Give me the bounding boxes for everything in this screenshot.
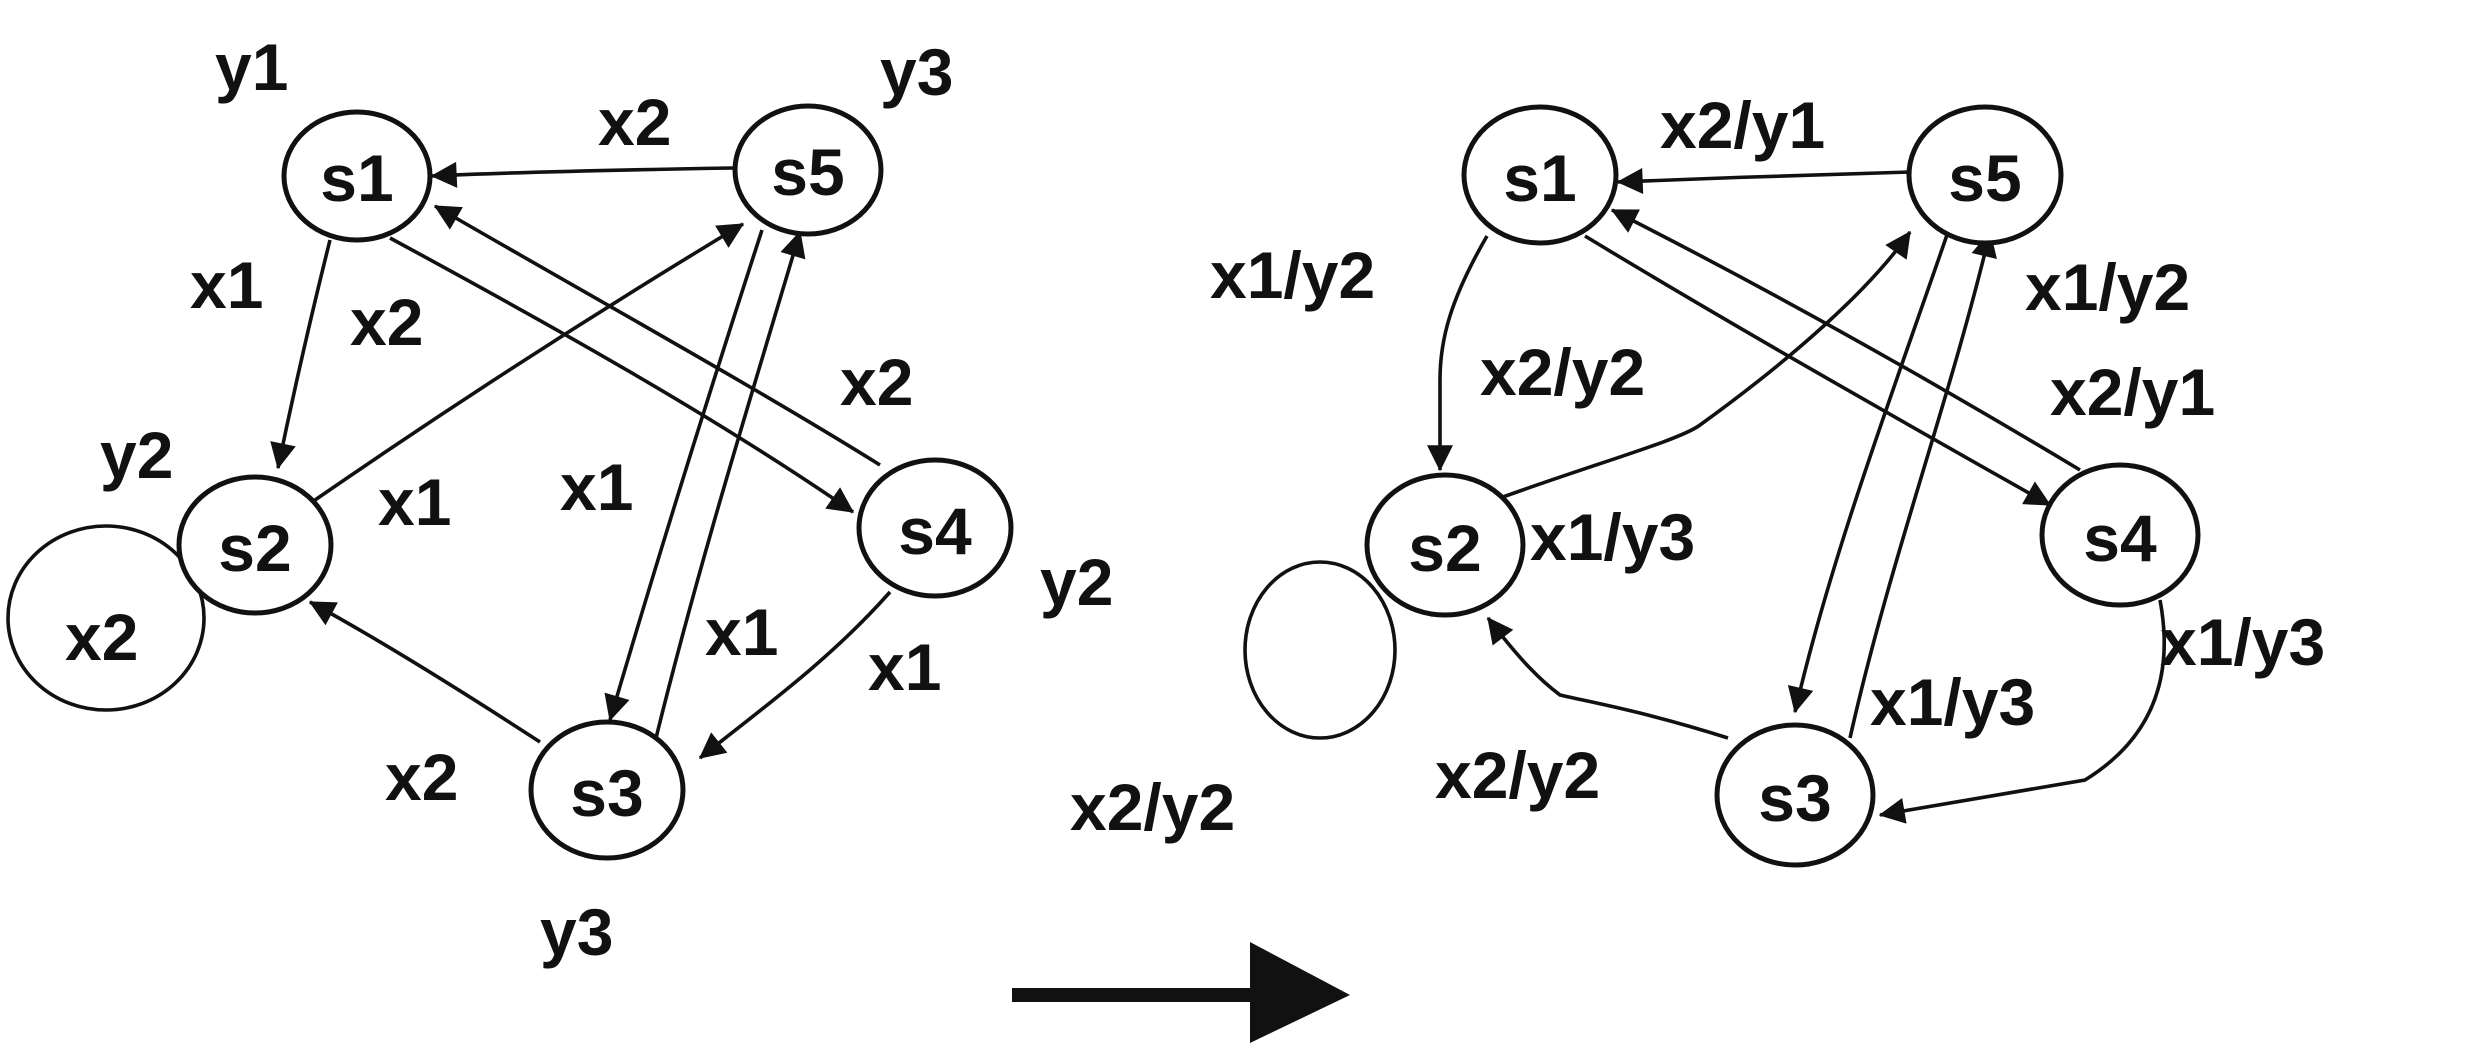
moore-label-s5-s1: x2 — [598, 85, 671, 159]
moore-output-s2: y2 — [100, 418, 173, 492]
mealy-label-self-loop: x2/y2 — [1070, 770, 1235, 844]
mealy-label-s5-s1: x2/y1 — [1660, 88, 1825, 162]
moore-state-s3-label: s3 — [570, 756, 643, 830]
moore-label-s2-s2: x2 — [65, 600, 138, 674]
moore-state-s1-label: s1 — [320, 141, 393, 215]
mealy-state-s1 — [1461, 104, 1619, 246]
mealy-state-s1-label: s1 — [1503, 141, 1576, 215]
moore-graph: s1 s5 s2 s4 s3 y1 y3 y2 y2 y3 x2 x1 x2 x… — [6, 30, 1113, 969]
moore-state-s1 — [281, 109, 433, 243]
mealy-edge-s1-s4 — [1584, 234, 2052, 507]
mealy-state-s4-label: s4 — [2083, 501, 2157, 575]
moore-output-s3: y3 — [540, 895, 613, 969]
arrow-head — [1250, 942, 1350, 1043]
mealy-label-s2-s5: x2/y2 — [1480, 335, 1645, 409]
mealy-edge-s3-s5 — [1848, 230, 1997, 739]
moore-state-s2 — [176, 474, 334, 616]
moore-edge-s4-s1 — [433, 204, 881, 467]
moore-label-s2-s5: x1 — [378, 465, 451, 539]
moore-label-s3-s2: x2 — [385, 740, 458, 814]
moore-edge-s2-s5 — [313, 222, 745, 502]
moore-edge-s3-s2 — [308, 600, 541, 744]
mealy-edge-s3-s2 — [1486, 616, 1729, 740]
moore-edge-s1-s2 — [270, 239, 332, 470]
mealy-label-s3-s2: x2/y2 — [1435, 738, 1600, 812]
moore-edge-s3-s5 — [654, 230, 806, 739]
moore-state-s4-label: s4 — [898, 494, 972, 568]
mealy-state-s3-label: s3 — [1758, 761, 1831, 835]
mealy-state-s4 — [2039, 462, 2201, 608]
mealy-edge-s1-s2 — [1427, 235, 1489, 472]
mealy-state-s2-label: s2 — [1408, 511, 1481, 585]
moore-state-s2-label: s2 — [218, 511, 291, 585]
mealy-edge-s4-s3 — [1878, 599, 2166, 824]
mealy-graph: s1 s5 s2 s4 s3 x2/y1 x1/y2 x2/y2 x2/y1 x… — [1070, 88, 2325, 868]
moore-state-s5 — [732, 103, 884, 237]
moore-output-s5: y3 — [880, 35, 953, 109]
mealy-self-loop-s2 — [1243, 560, 1397, 740]
mealy-label-s2-s2: x1/y3 — [1530, 500, 1695, 574]
mealy-state-s3 — [1714, 722, 1876, 868]
mealy-edge-s2-s5 — [1499, 230, 1912, 500]
mealy-edge-s5-s3 — [1787, 231, 1950, 714]
moore-output-s4: y2 — [1040, 545, 1113, 619]
arrow-shaft — [1012, 988, 1262, 1002]
mealy-label-s4-s3: x1/y3 — [2160, 605, 2325, 679]
mealy-label-s4-s1: x2/y1 — [2050, 355, 2215, 429]
mealy-label-s3-s5: x1/y3 — [1870, 665, 2035, 739]
mealy-edge-s5-s1 — [1616, 168, 1911, 195]
moore-state-s5-label: s5 — [771, 135, 844, 209]
moore-label-s1-s4: x2 — [350, 285, 423, 359]
moore-label-s5-s3: x1 — [560, 450, 633, 524]
mealy-state-s2 — [1364, 472, 1526, 618]
moore-output-s1: y1 — [215, 30, 288, 104]
moore-label-s4-s1: x2 — [840, 345, 913, 419]
moore-label-s1-s2: x1 — [190, 248, 263, 322]
mealy-edge-s4-s1 — [1610, 208, 2081, 472]
mealy-label-s5-s3: x1/y2 — [2025, 250, 2190, 324]
moore-edge-s1-s4 — [389, 236, 855, 514]
transformation-arrow — [1012, 942, 1350, 1043]
mealy-state-s5 — [1906, 104, 2064, 246]
moore-self-loop-s2 — [6, 524, 206, 712]
moore-state-s4 — [856, 457, 1014, 599]
mealy-state-s5-label: s5 — [1948, 141, 2021, 215]
moore-label-s3-s5: x1 — [705, 595, 778, 669]
moore-edge-s5-s1 — [430, 161, 734, 188]
mealy-label-s1-s2: x1/y2 — [1210, 238, 1375, 312]
moore-edge-s5-s3 — [604, 229, 764, 722]
moore-label-s4-s3: x1 — [868, 630, 941, 704]
moore-edge-s4-s3 — [698, 590, 892, 760]
moore-state-s3 — [528, 719, 686, 861]
